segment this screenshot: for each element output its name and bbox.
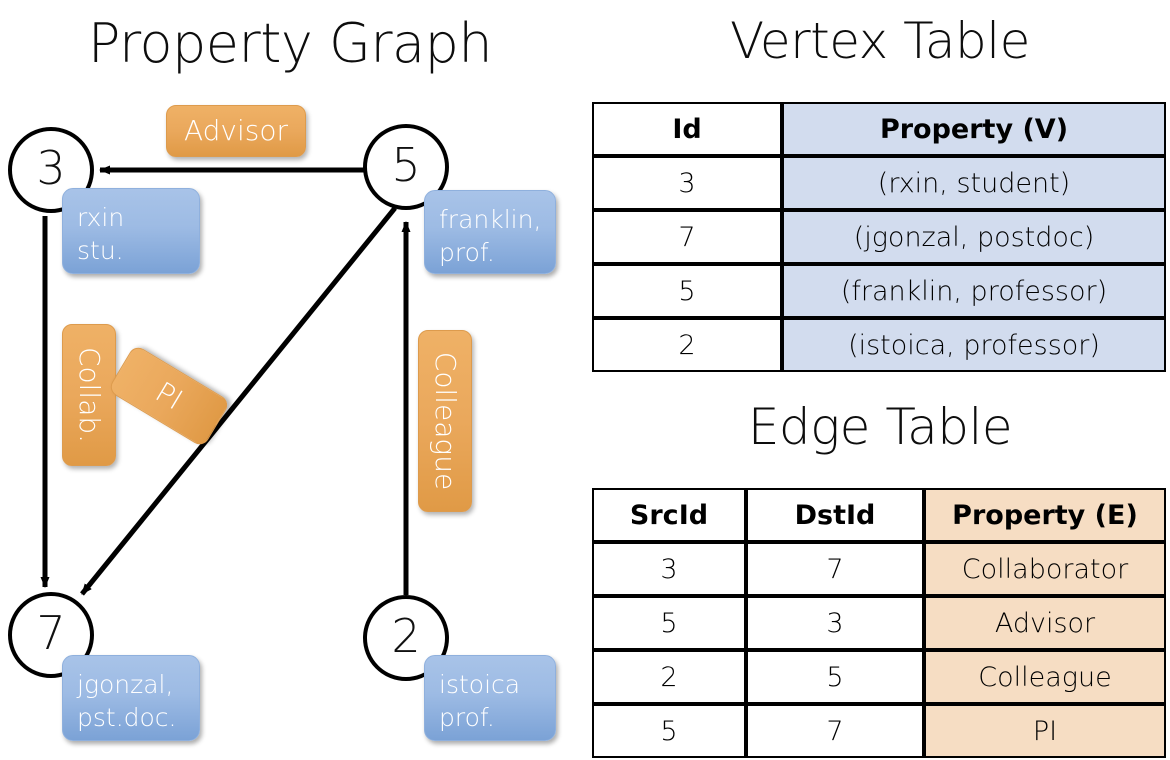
vertex-property-box-franklin: franklin, prof. (424, 190, 556, 274)
graph-node-3-label: 3 (36, 141, 66, 195)
vertex-id-cell: 5 (592, 264, 782, 318)
edge-table-header-row: SrcId DstId Property (E) (592, 488, 1166, 542)
vertex-property-line-1: franklin, (439, 205, 542, 234)
table-row: 3 7 Collaborator (592, 542, 1166, 596)
vertex-property-line-1: jgonzal, (77, 670, 174, 699)
edge-dst-cell: 7 (746, 704, 924, 758)
graph-node-2[interactable]: 2 (363, 595, 449, 681)
property-graph-diagram: 3 5 7 2 rxin stu. franklin, prof. jgonza… (0, 0, 580, 760)
edge-property-cell: Advisor (924, 596, 1166, 650)
vertex-property-cell: (jgonzal, postdoc) (782, 210, 1166, 264)
vertex-property-line-2: pst.doc. (77, 703, 177, 732)
vertex-property-line-2: stu. (77, 236, 124, 265)
graph-node-5-label: 5 (391, 138, 421, 192)
edge-src-cell: 3 (592, 542, 746, 596)
edge-src-cell: 5 (592, 704, 746, 758)
edge-table-header-property: Property (E) (924, 488, 1166, 542)
edge-label-colleague-text: Colleague (429, 351, 462, 491)
page-title-vertex-table: Vertex Table (730, 12, 1030, 70)
table-row: 2 5 Colleague (592, 650, 1166, 704)
edge-dst-cell: 3 (746, 596, 924, 650)
page-title-edge-table: Edge Table (747, 398, 1013, 456)
edge-label-colleague: Colleague (418, 330, 472, 512)
edge-dst-cell: 5 (746, 650, 924, 704)
edge-label-collab-text: Collab. (73, 346, 107, 444)
vertex-property-box-istoica: istoica prof. (424, 655, 556, 741)
edge-table-header-dstid: DstId (746, 488, 924, 542)
edge-5-to-7-pi (80, 206, 397, 596)
vertex-property-box-jgonzal: jgonzal, pst.doc. (62, 655, 200, 741)
vertex-id-cell: 2 (592, 318, 782, 372)
table-row: 5 7 PI (592, 704, 1166, 758)
edge-property-cell: Colleague (924, 650, 1166, 704)
vertex-property-line-2: prof. (439, 238, 495, 267)
table-row: 7 (jgonzal, postdoc) (592, 210, 1166, 264)
vertex-property-cell: (rxin, student) (782, 156, 1166, 210)
edge-src-cell: 2 (592, 650, 746, 704)
table-row: 5 (franklin, professor) (592, 264, 1166, 318)
edge-table: SrcId DstId Property (E) 3 7 Collaborato… (592, 488, 1166, 758)
table-row: 3 (rxin, student) (592, 156, 1166, 210)
page-title-property-graph: Property Graph (87, 12, 493, 75)
vertex-table-header-row: Id Property (V) (592, 102, 1166, 156)
edge-label-advisor-text: Advisor (183, 114, 288, 147)
vertex-property-cell: (franklin, professor) (782, 264, 1166, 318)
vertex-table: Id Property (V) 3 (rxin, student) 7 (jgo… (592, 102, 1166, 372)
edge-property-cell: PI (924, 704, 1166, 758)
edge-label-advisor: Advisor (166, 105, 306, 157)
edge-label-collab: Collab. (62, 324, 116, 466)
edge-src-cell: 5 (592, 596, 746, 650)
edge-label-pi-text: PI (149, 374, 189, 417)
graph-edges-layer (40, 165, 411, 596)
vertex-property-line-1: rxin (77, 203, 125, 232)
graph-node-7-label: 7 (36, 606, 66, 660)
vertex-table-header-id: Id (592, 102, 782, 156)
table-row: 2 (istoica, professor) (592, 318, 1166, 372)
edge-property-cell: Collaborator (924, 542, 1166, 596)
graph-node-2-label: 2 (391, 609, 421, 663)
edge-dst-cell: 7 (746, 542, 924, 596)
edge-table-header-srcid: SrcId (592, 488, 746, 542)
vertex-property-cell: (istoica, professor) (782, 318, 1166, 372)
vertex-table-header-property: Property (V) (782, 102, 1166, 156)
vertex-property-line-1: istoica (439, 670, 521, 699)
vertex-property-line-2: prof. (439, 703, 495, 732)
vertex-property-box-rxin: rxin stu. (62, 188, 200, 274)
table-row: 5 3 Advisor (592, 596, 1166, 650)
graph-node-5[interactable]: 5 (363, 124, 449, 210)
vertex-id-cell: 3 (592, 156, 782, 210)
vertex-id-cell: 7 (592, 210, 782, 264)
